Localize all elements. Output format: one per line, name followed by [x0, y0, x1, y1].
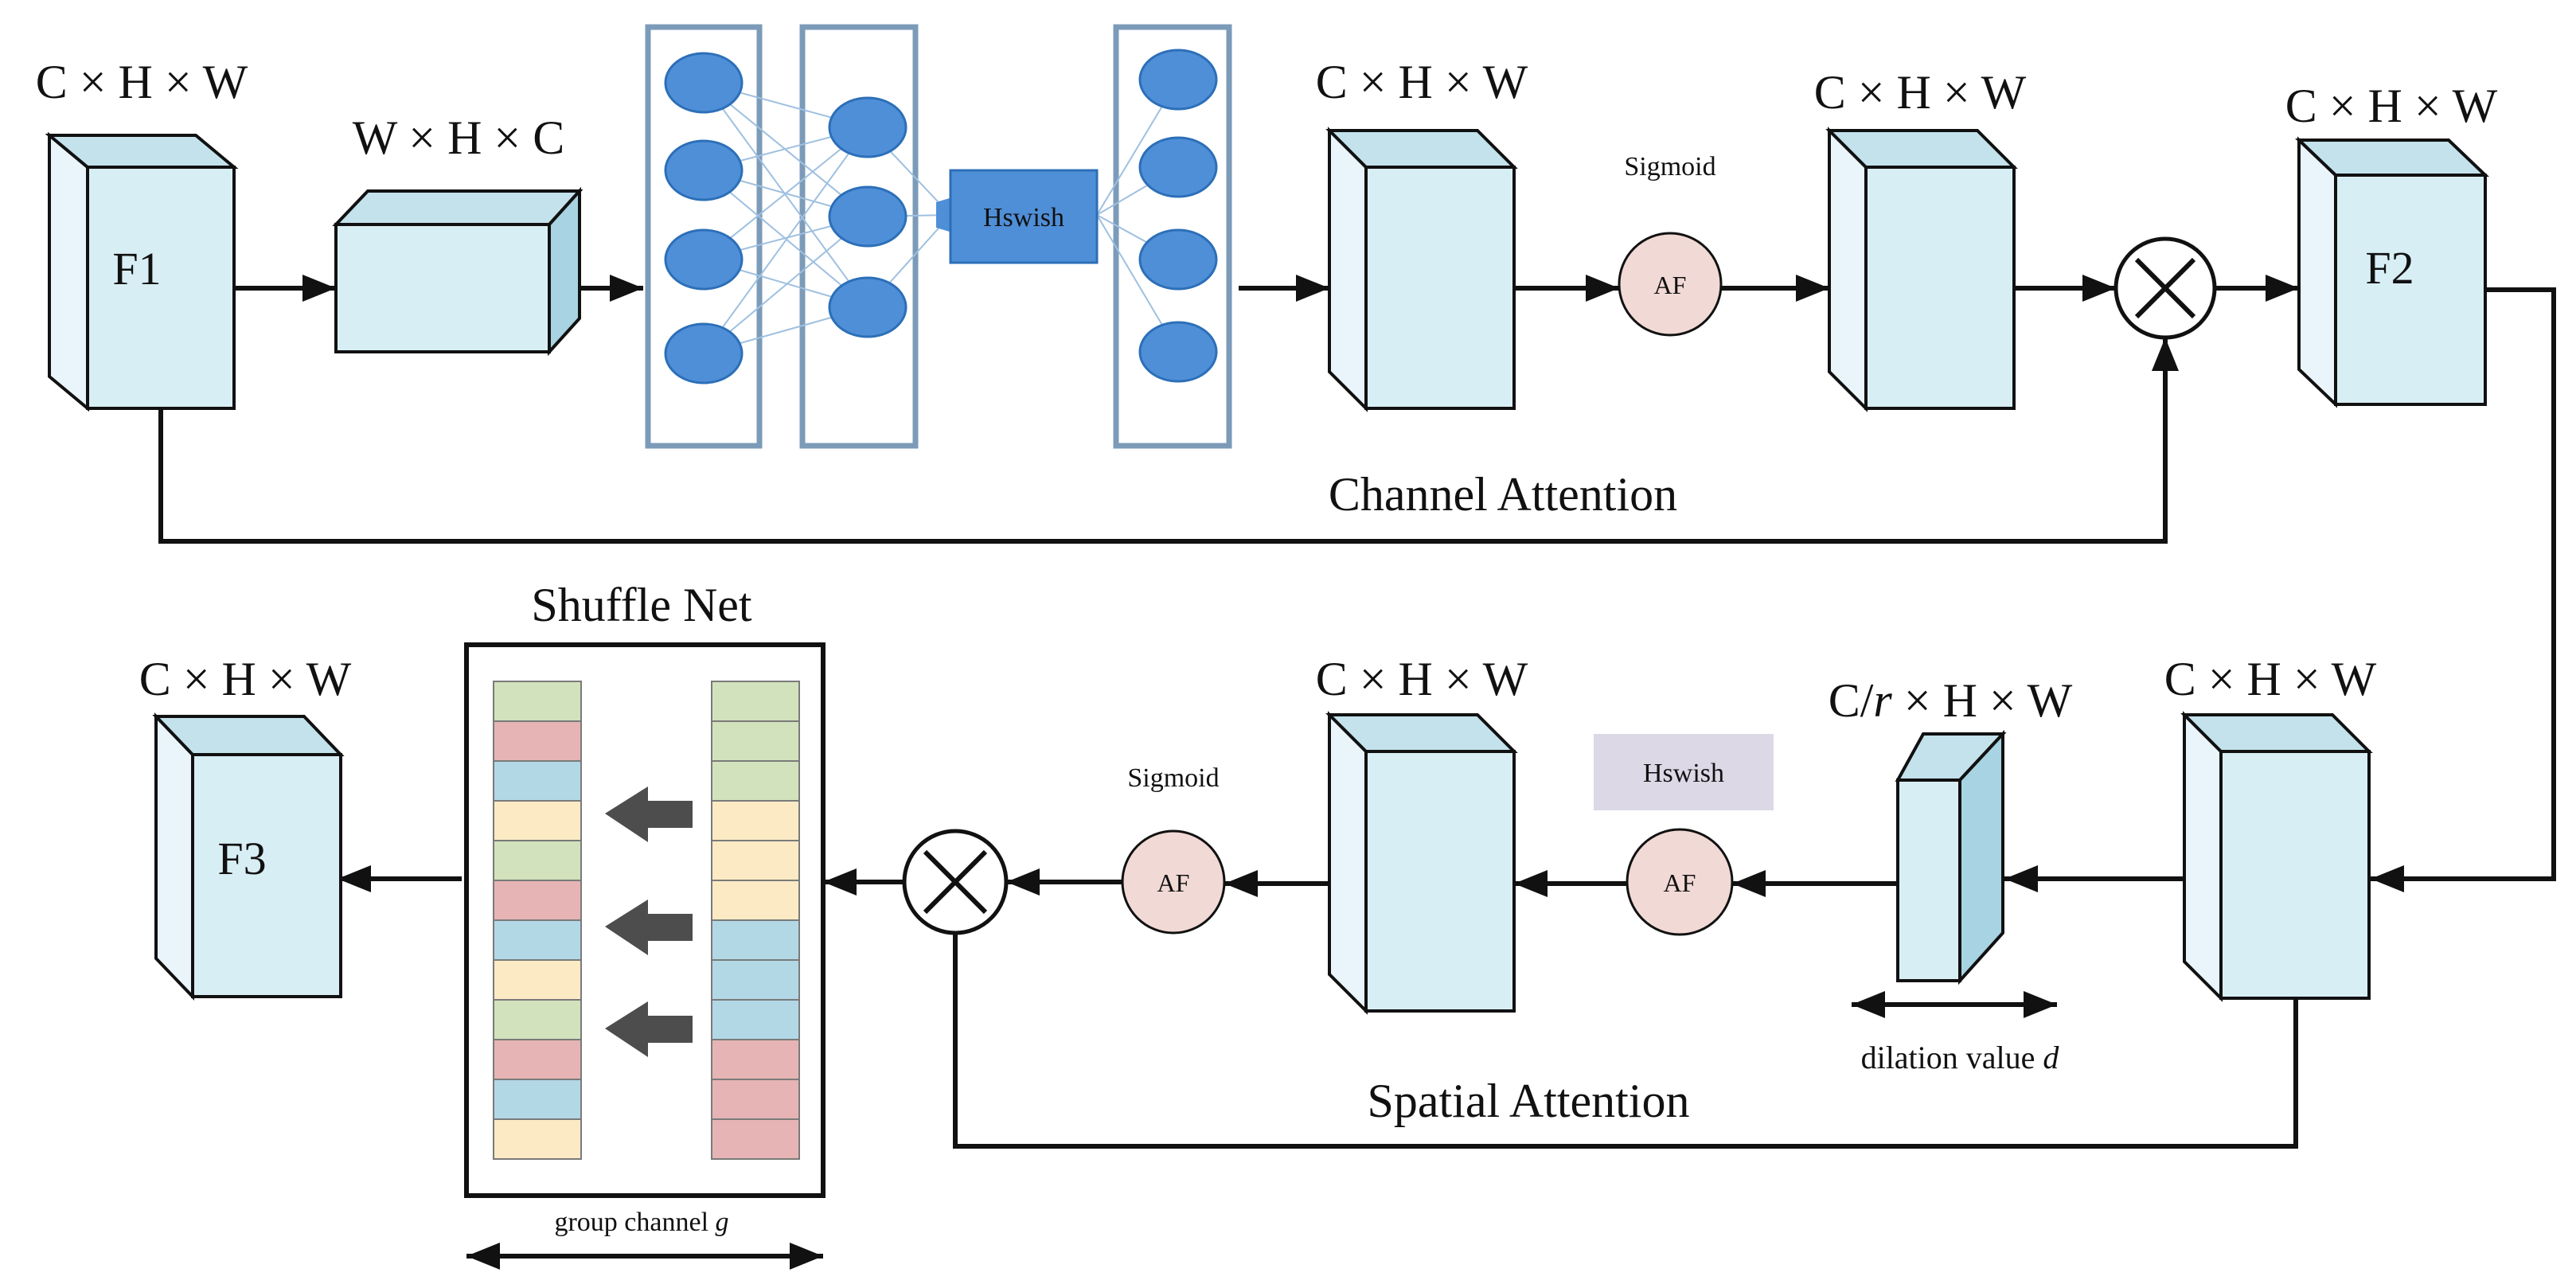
channel-cell	[493, 840, 582, 881]
channel-cell	[493, 880, 582, 921]
channel-cell	[493, 959, 582, 1001]
neuron	[1138, 321, 1218, 383]
neuron	[828, 96, 907, 158]
neuron	[1138, 49, 1218, 111]
spatial-hswish-label: Hswish	[1643, 759, 1724, 788]
channel-cell	[711, 720, 800, 762]
f2-cube	[2295, 136, 2489, 408]
shuffle-title: Shuffle Net	[531, 579, 752, 631]
group-channel-label: group channel g	[554, 1208, 728, 1237]
channel-cell	[493, 999, 582, 1040]
channel-cell	[711, 1039, 800, 1080]
channel-cell	[711, 1118, 800, 1160]
channel-cell	[711, 800, 800, 841]
reduced-dims: C/r × H × W	[1829, 674, 2073, 727]
shuffle-left-column	[493, 681, 582, 1160]
channel-cell	[493, 1039, 582, 1080]
f3-label: F3	[217, 833, 266, 884]
hswish-label: Hswish	[983, 203, 1064, 232]
channel-cell	[711, 681, 800, 722]
channel-cell	[711, 880, 800, 921]
f2-label: F2	[2365, 242, 2414, 294]
neuron	[664, 322, 744, 384]
dilation-label: dilation value d	[1861, 1040, 2060, 1075]
channel-cell	[711, 760, 800, 802]
shuffle-arrows	[605, 786, 693, 1057]
shuffle-arrow-icon	[605, 1001, 693, 1057]
permute-box	[332, 186, 584, 357]
channel-cell	[493, 919, 582, 961]
hswish-tag	[1594, 734, 1774, 810]
shuffle-arrow-icon	[605, 786, 693, 842]
neuron	[828, 276, 907, 338]
f2-dims: C × H × W	[2285, 80, 2498, 132]
neuron	[1138, 228, 1218, 291]
spatial-conv-cube	[1325, 711, 1518, 1015]
channel-af-label: AF	[1654, 271, 1687, 299]
shuffle-arrow-icon	[605, 900, 693, 955]
permute-dims: W × H × C	[353, 111, 565, 164]
mlp-out-dims: C × H × W	[1316, 56, 1528, 108]
mlp-out-cube	[1325, 127, 1518, 412]
spatial-flow-arrows	[338, 865, 2298, 1149]
channel-cell	[711, 999, 800, 1040]
channel-cell	[493, 1079, 582, 1120]
channel-attention-title: Channel Attention	[1329, 468, 1677, 521]
spatial-input-dims: C × H × W	[2164, 653, 2377, 705]
f1-dims: C × H × W	[36, 56, 248, 108]
channel-af-circle	[1618, 232, 1723, 337]
spatial-hswish-af-label: AF	[1664, 868, 1696, 897]
channel-cell	[493, 720, 582, 762]
hswish-box	[949, 169, 1099, 264]
spatial-attention-title: Spatial Attention	[1368, 1075, 1690, 1127]
channel-multiply-icon	[2113, 236, 2217, 340]
mlp-network: Hswish	[645, 24, 1232, 449]
mlp-connections-3	[1096, 79, 1179, 353]
reduced-slab	[1895, 729, 2007, 985]
channel-flow-arrows	[158, 275, 2556, 892]
f1-label: F1	[112, 243, 161, 295]
channel-cell	[711, 959, 800, 1001]
channel-sigmoid-label: Sigmoid	[1624, 152, 1715, 181]
gated-dims: C × H × W	[1814, 66, 2027, 119]
neuron	[664, 139, 744, 201]
channel-cell	[711, 840, 800, 881]
spatial-af-label: AF	[1157, 868, 1190, 897]
channel-cell	[493, 1118, 582, 1160]
channel-cell	[711, 1079, 800, 1120]
spatial-multiply-icon	[902, 829, 1009, 935]
shuffle-right-column	[711, 681, 800, 1160]
f3-cube	[152, 712, 345, 1001]
channel-cell	[711, 919, 800, 961]
channel-cell	[493, 760, 582, 802]
spatial-conv-dims: C × H × W	[1316, 653, 1528, 705]
neuron	[664, 52, 744, 114]
f3-dims: C × H × W	[139, 653, 352, 705]
channel-cell	[493, 681, 582, 722]
neuron	[664, 228, 744, 291]
gated-cube	[1825, 127, 2018, 412]
spatial-input-cube	[2180, 711, 2373, 1002]
spatial-sigmoid-label: Sigmoid	[1127, 763, 1219, 793]
neuron	[828, 185, 907, 248]
neuron	[1138, 136, 1218, 198]
channel-cell	[493, 800, 582, 841]
f1-cube	[45, 131, 239, 412]
